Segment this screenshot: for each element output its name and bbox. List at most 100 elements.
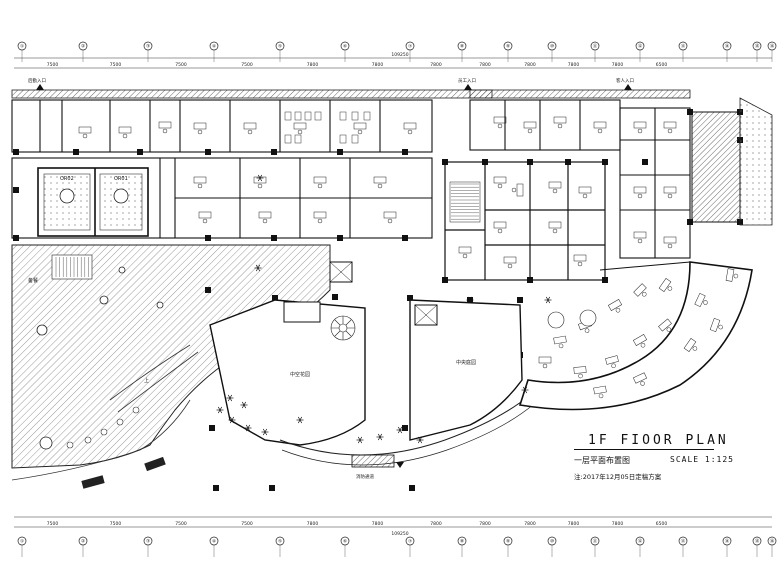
top-dimension-text: 6500: [656, 62, 668, 68]
top-dimension-text: 7800: [612, 62, 624, 68]
top-axis-label: ⑥: [343, 44, 347, 50]
elevator-core: [283, 261, 438, 326]
spiral-stair: [330, 315, 356, 341]
lobby-planters: [36, 266, 164, 450]
top-right-rooms: [469, 99, 691, 259]
plant: [396, 426, 404, 434]
column: [337, 235, 343, 241]
top-dimension-text: 7500: [110, 62, 122, 68]
atrium-label-right: 中央庭园: [456, 359, 476, 366]
plant: [376, 433, 384, 441]
lounge-furniture: [538, 268, 739, 399]
top-axis-label: ⑭: [725, 43, 730, 50]
top-axis-label: ⑤: [278, 44, 282, 50]
desk-set: [493, 221, 507, 234]
top-axis-label: ⑬: [681, 43, 686, 50]
desk-set: [663, 236, 677, 249]
desk-set: [523, 121, 537, 134]
top-axis-label: ⑨: [506, 44, 510, 50]
column: [332, 294, 338, 300]
bottom-dimension-text: 7500: [47, 521, 59, 527]
desk-set: [694, 292, 708, 308]
bottom-axis-label: ⑯: [770, 538, 775, 545]
operating-rooms: OR02 OR01: [37, 167, 149, 237]
desk-set: [503, 256, 517, 269]
bottom-entrance-steps: [351, 454, 395, 468]
top-axis-label: ⑩: [550, 44, 554, 50]
top-axis-label: ⑫: [638, 43, 643, 50]
desk-set: [78, 126, 92, 139]
bottom-axis-label: ⑬: [681, 538, 686, 545]
desk-set: [725, 268, 739, 282]
column: [402, 149, 408, 155]
bottom-dimension-text: 7500: [110, 521, 122, 527]
column: [409, 485, 415, 491]
top-axis-label: ②: [81, 44, 85, 50]
plant: [228, 416, 236, 424]
top-axis-label: ③: [146, 44, 150, 50]
desk-set: [632, 372, 648, 386]
plant: [254, 264, 262, 272]
stairs-left: [51, 254, 93, 280]
stair-office: [449, 181, 481, 223]
furniture-left-wing: [78, 116, 677, 269]
desk-set: [193, 176, 207, 189]
round-table: [579, 309, 597, 327]
ramp-curve: [109, 344, 199, 413]
desk-set: [373, 176, 387, 189]
plant: [261, 428, 269, 436]
plant: [226, 394, 234, 402]
column: [205, 287, 211, 293]
bottom-axis-label: ③: [146, 539, 150, 545]
desk-set: [158, 121, 172, 134]
bottom-dimension-text: 7800: [479, 521, 491, 527]
office-block: [444, 161, 606, 281]
bottom-dimension-text: 6500: [656, 521, 668, 527]
column: [205, 149, 211, 155]
desk-set: [573, 366, 587, 379]
curved-lounge: [518, 261, 753, 411]
desk-set: [633, 283, 647, 297]
bottom-dimension-text: 7500: [241, 521, 253, 527]
bottom-dimension-text: 7800: [372, 521, 384, 527]
desk-set: [243, 122, 257, 135]
top-axis-label: ④: [212, 44, 216, 50]
plant: [244, 424, 252, 432]
desk-set: [458, 246, 472, 259]
bottom-dimension-text: 7800: [430, 521, 442, 527]
plan-scale: SCALE 1:125: [670, 455, 734, 464]
desk-set: [663, 186, 677, 199]
top-axis-label: ⑦: [408, 44, 412, 50]
right-terrace: [739, 97, 773, 226]
column: [213, 485, 219, 491]
desk-set: [633, 121, 647, 134]
desk-set: [663, 121, 677, 134]
column: [73, 149, 79, 155]
desk-set: [313, 211, 327, 224]
svg-text:消防通道: 消防通道: [356, 473, 374, 480]
right-tower-hatch: [691, 111, 741, 223]
desk-set: [353, 122, 367, 135]
desk-set: [493, 176, 507, 189]
atrium-plants: [216, 174, 552, 444]
bottom-axis-label: ⑤: [278, 539, 282, 545]
plant: [544, 296, 552, 304]
bottom-dimension-text: 7500: [175, 521, 187, 527]
bottom-axis-label: ④: [212, 539, 216, 545]
desk-set: [403, 122, 417, 135]
title-block: 1F FIOOR PLAN 一层平面布置图 SCALE 1:125 注:2017…: [574, 433, 733, 493]
column: [205, 235, 211, 241]
desk-set: [633, 231, 647, 244]
desk-set: [538, 356, 552, 369]
column: [402, 425, 408, 431]
desk-set: [511, 183, 524, 197]
plan-note: 注:2017年12月05日定稿方案: [574, 473, 662, 481]
atrium-label-left: 中空花园: [290, 371, 310, 378]
plant: [521, 386, 529, 394]
top-dimension-text: 7800: [524, 62, 536, 68]
top-axis-label: ⑪: [593, 43, 598, 50]
bottom-dimension-text: 7800: [524, 521, 536, 527]
bottom-axis-label: ⑮: [755, 538, 760, 545]
central-atrium: [209, 299, 535, 466]
lobby-small-trees: [66, 406, 140, 449]
